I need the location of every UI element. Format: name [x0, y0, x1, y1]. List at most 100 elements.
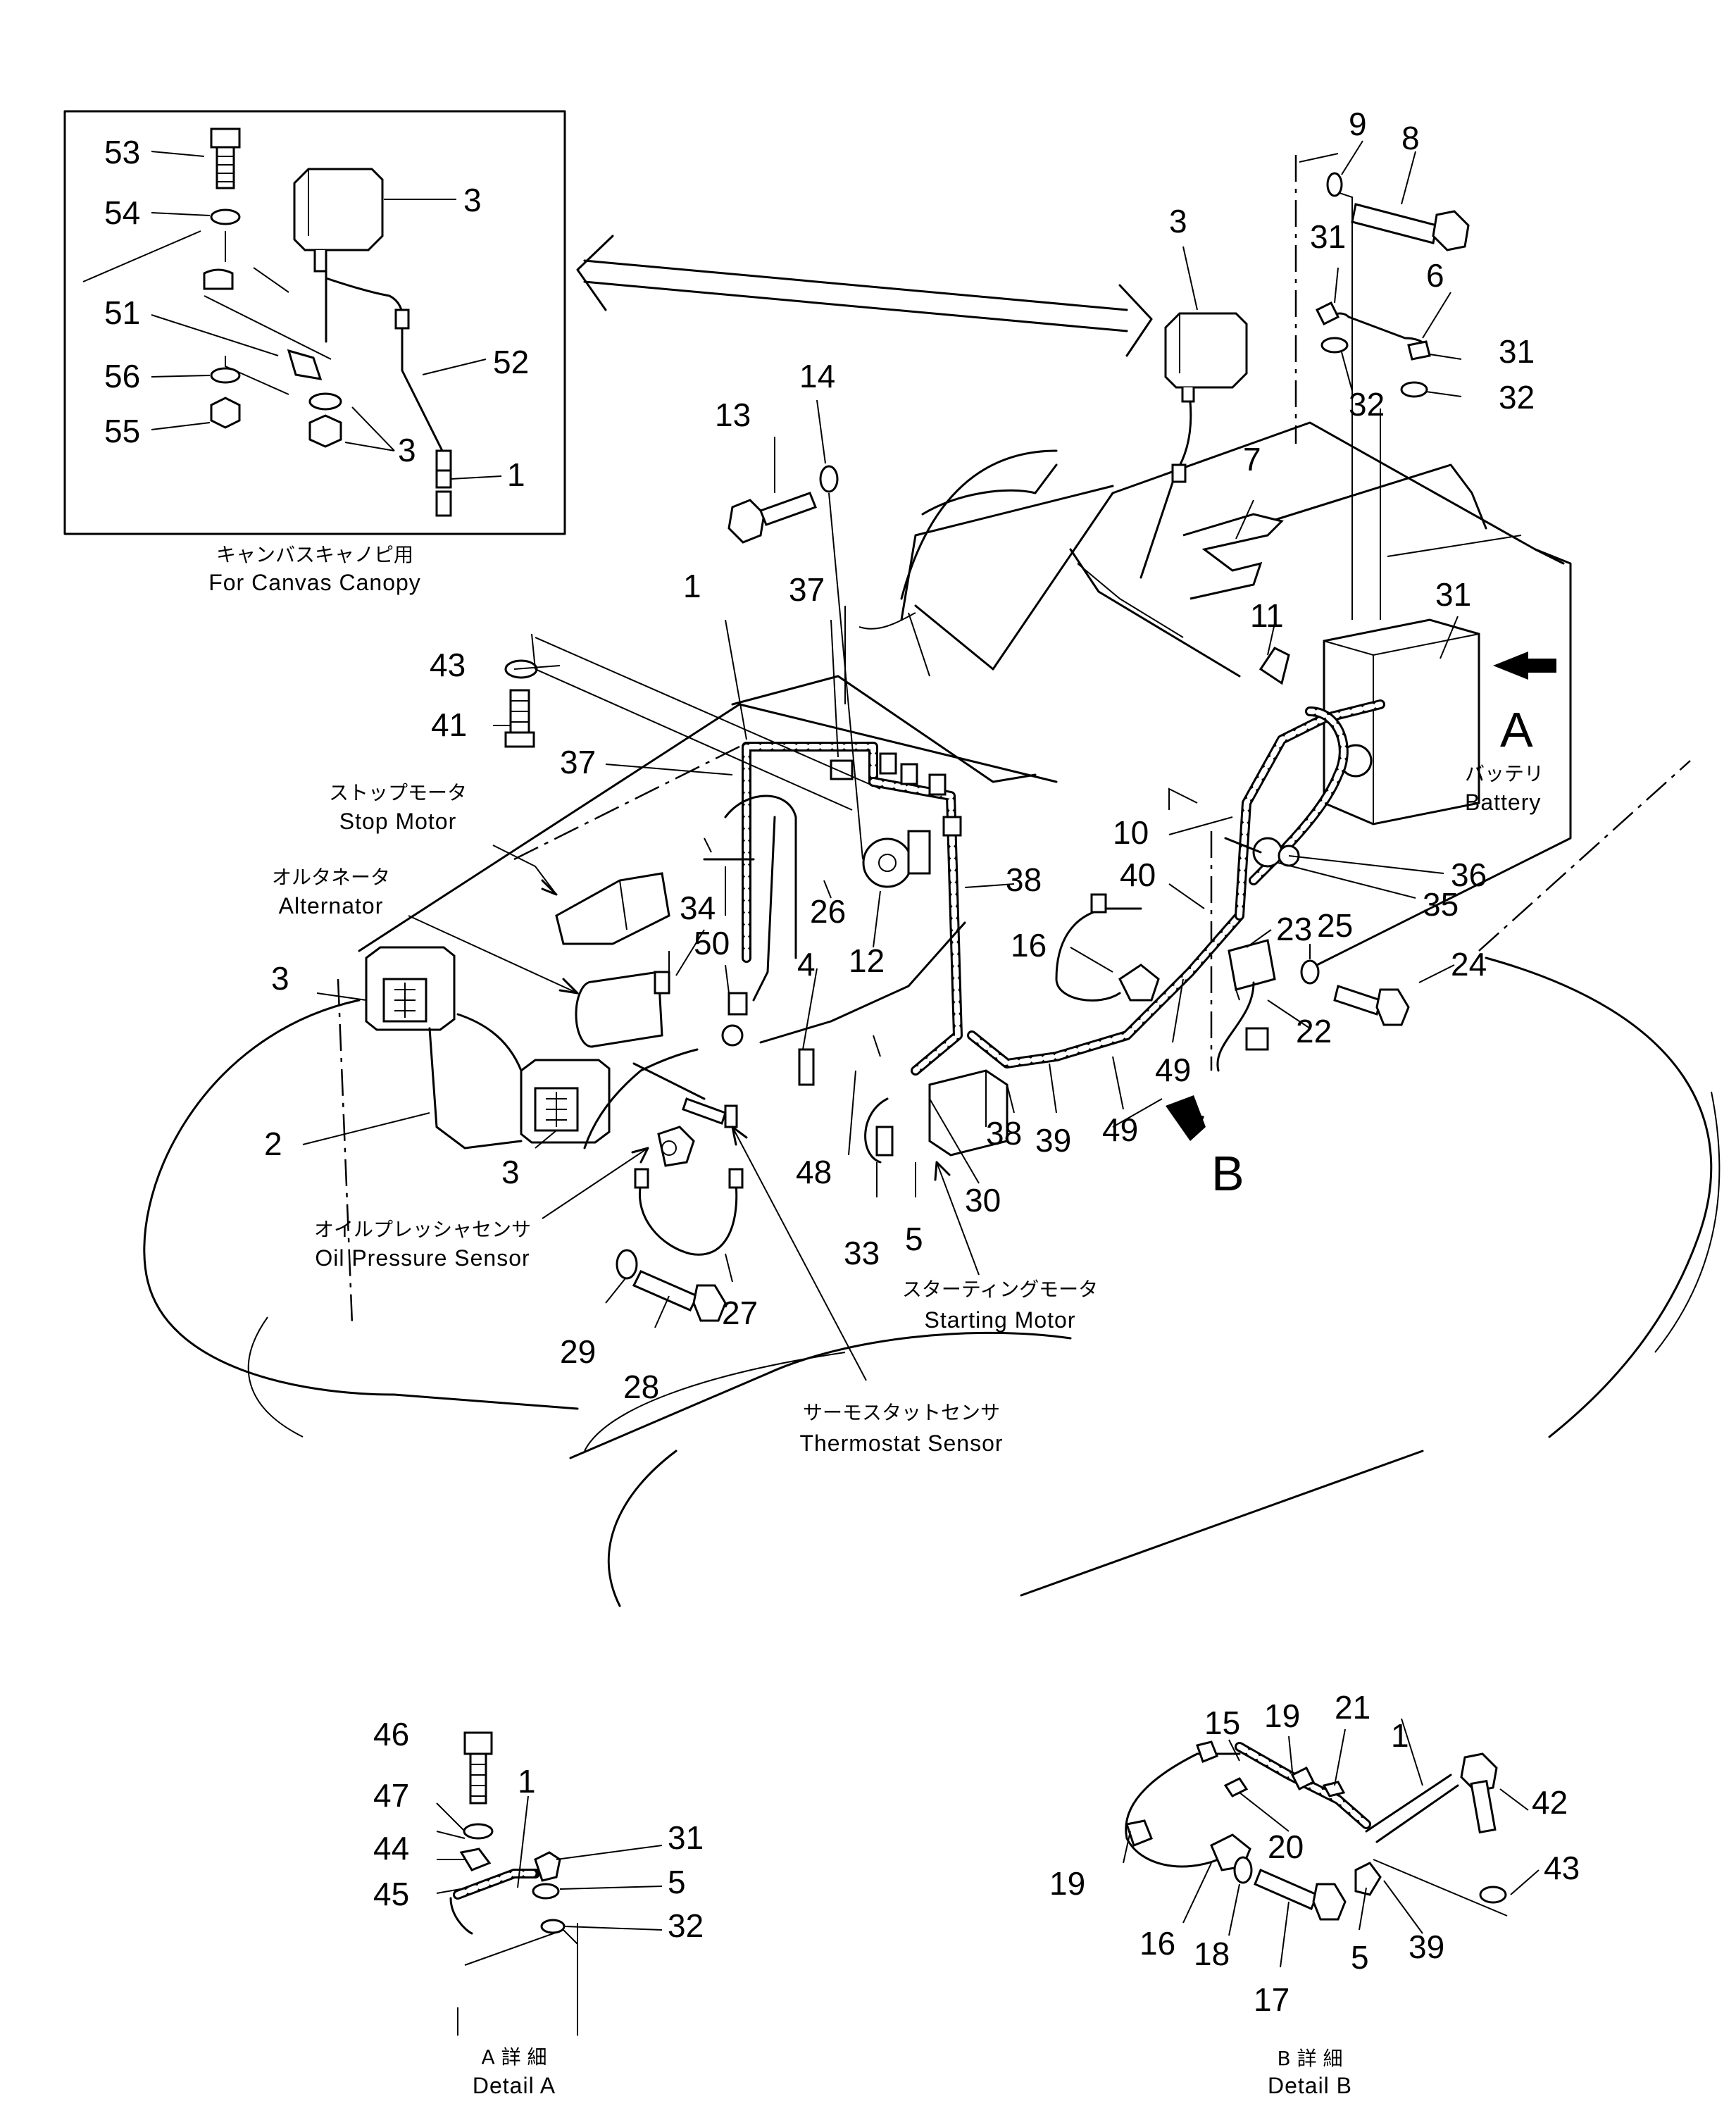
detail-b-bracket-20	[1223, 1777, 1249, 1797]
inset-washer-54	[210, 208, 241, 225]
fuel-sensor-16	[1055, 893, 1160, 1002]
callout-43-detail-b: 43	[1544, 1850, 1580, 1886]
callout-3-front-left: 3	[271, 960, 289, 997]
washer-32-a	[1320, 337, 1349, 354]
starting-motor-label-jp: スターティングモータ	[902, 1278, 1098, 1301]
callout-52: 52	[493, 344, 529, 380]
callout-49-lower: 49	[1102, 1111, 1138, 1148]
view-a-letter: A	[1500, 702, 1533, 757]
detail-b-clip-21	[1322, 1781, 1346, 1797]
bolt-41	[504, 689, 535, 748]
detail-b-drawing	[1123, 1718, 1540, 1968]
sensor-group-4	[654, 951, 815, 1086]
bolt-28	[632, 1270, 727, 1322]
washer-9	[1326, 172, 1343, 197]
reference-double-arrow	[576, 235, 1153, 357]
callout-31-right: 31	[1499, 333, 1535, 370]
detail-b-callouts: 15 19 21 1 42 43 20 19 16 18 17 5 39	[1049, 1689, 1580, 2018]
bracket-7	[1182, 513, 1284, 600]
inset-bracket-51	[287, 349, 323, 380]
thermostat-label-jp: サーモスタットセンサ	[803, 1401, 1000, 1424]
callout-31-top: 31	[1310, 218, 1346, 255]
detail-a-washer-47	[463, 1823, 494, 1840]
relay-22	[1216, 939, 1276, 1072]
callout-5-main: 5	[905, 1221, 923, 1257]
callout-6: 6	[1426, 257, 1444, 294]
detail-b-clip-15	[1196, 1740, 1218, 1763]
view-b-letter: B	[1211, 1146, 1244, 1201]
callout-37-top: 37	[789, 571, 825, 608]
callout-20: 20	[1268, 1828, 1304, 1865]
callout-32-detail-a: 32	[668, 1907, 704, 1944]
callout-7: 7	[1243, 441, 1261, 478]
stop-motor	[555, 872, 670, 945]
inset-work-lamp	[293, 168, 384, 273]
callout-3-main-lamp: 3	[1169, 203, 1187, 239]
oil-pressure-sensor	[657, 1126, 695, 1167]
detail-a-terminal-5	[532, 1883, 560, 1900]
callout-1-detail-a: 1	[518, 1763, 536, 1800]
callout-37-left: 37	[560, 744, 596, 780]
callout-26: 26	[810, 893, 846, 930]
callout-33: 33	[844, 1235, 880, 1271]
callout-1-inset: 1	[507, 456, 525, 493]
callout-12: 12	[849, 942, 885, 979]
detail-b-bracket-39	[1354, 1862, 1382, 1896]
callout-34: 34	[680, 890, 716, 926]
inset-nut-55	[210, 397, 241, 429]
detail-a-drawing	[436, 1731, 663, 2036]
callout-29: 29	[560, 1333, 596, 1370]
callout-13: 13	[715, 397, 751, 433]
callout-31-detail-a: 31	[668, 1819, 704, 1856]
detail-b-title-jp: B 詳 細	[1277, 2047, 1342, 2070]
callout-27: 27	[722, 1295, 758, 1331]
detail-a-washer-32	[540, 1919, 566, 1934]
callout-53: 53	[104, 134, 140, 170]
callout-16-detail-b: 16	[1139, 1925, 1175, 1962]
callout-19-top: 19	[1264, 1697, 1300, 1734]
callout-48: 48	[796, 1154, 832, 1190]
callout-56: 56	[104, 358, 140, 394]
callout-38-lower: 38	[986, 1115, 1022, 1152]
inset-bracket	[203, 268, 234, 290]
stop-motor-label-en: Stop Motor	[339, 809, 457, 834]
view-b-arrow	[1166, 1095, 1206, 1141]
callout-39-main: 39	[1035, 1122, 1071, 1159]
starting-motor-label-en: Starting Motor	[925, 1307, 1076, 1333]
detail-a-plate-44	[459, 1848, 492, 1871]
washer-14	[819, 465, 839, 493]
callout-43-main: 43	[430, 647, 466, 683]
detail-a-title-en: Detail A	[473, 2073, 556, 2098]
bolt-13	[728, 492, 817, 544]
callout-42: 42	[1532, 1784, 1568, 1821]
front-work-lamp-right	[520, 1059, 611, 1144]
detail-a-title-jp: A 詳 細	[482, 2045, 547, 2069]
callout-22: 22	[1296, 1013, 1332, 1049]
callout-41: 41	[431, 706, 467, 743]
detail-a-bolt-46	[463, 1731, 493, 1805]
callout-10: 10	[1113, 814, 1149, 851]
detail-b-washer-43	[1479, 1886, 1507, 1904]
callout-24: 24	[1451, 946, 1487, 983]
wiring-harness-main	[703, 548, 1385, 1076]
callout-38-upper: 38	[1006, 861, 1042, 898]
callout-23: 23	[1276, 911, 1312, 947]
thermostat-label-en: Thermostat Sensor	[799, 1431, 1003, 1456]
detail-a-callouts: 46 1 47 44 45 31 5 32	[373, 1716, 704, 1944]
horn-12	[862, 830, 931, 888]
callout-3-inset-nut: 3	[398, 432, 416, 468]
callout-5-detail-a: 5	[668, 1864, 686, 1900]
callout-1-detail-b: 1	[1391, 1717, 1409, 1754]
front-work-lamp-left	[365, 946, 456, 1031]
callout-31-battery: 31	[1435, 576, 1471, 613]
callout-36: 36	[1451, 856, 1487, 893]
callout-39-detail-b: 39	[1409, 1929, 1444, 1965]
callout-50: 50	[694, 925, 730, 961]
detail-b-bolt-42	[1460, 1752, 1498, 1834]
callout-3-inset-lamp: 3	[463, 182, 482, 218]
detail-b-washer-18	[1233, 1856, 1253, 1884]
battery-label-jp: バッテリ	[1465, 762, 1544, 785]
stop-motor-label-jp: ストップモータ	[329, 781, 467, 804]
main-leader-lines	[302, 140, 1462, 1328]
inset-bolt-53	[210, 127, 241, 189]
